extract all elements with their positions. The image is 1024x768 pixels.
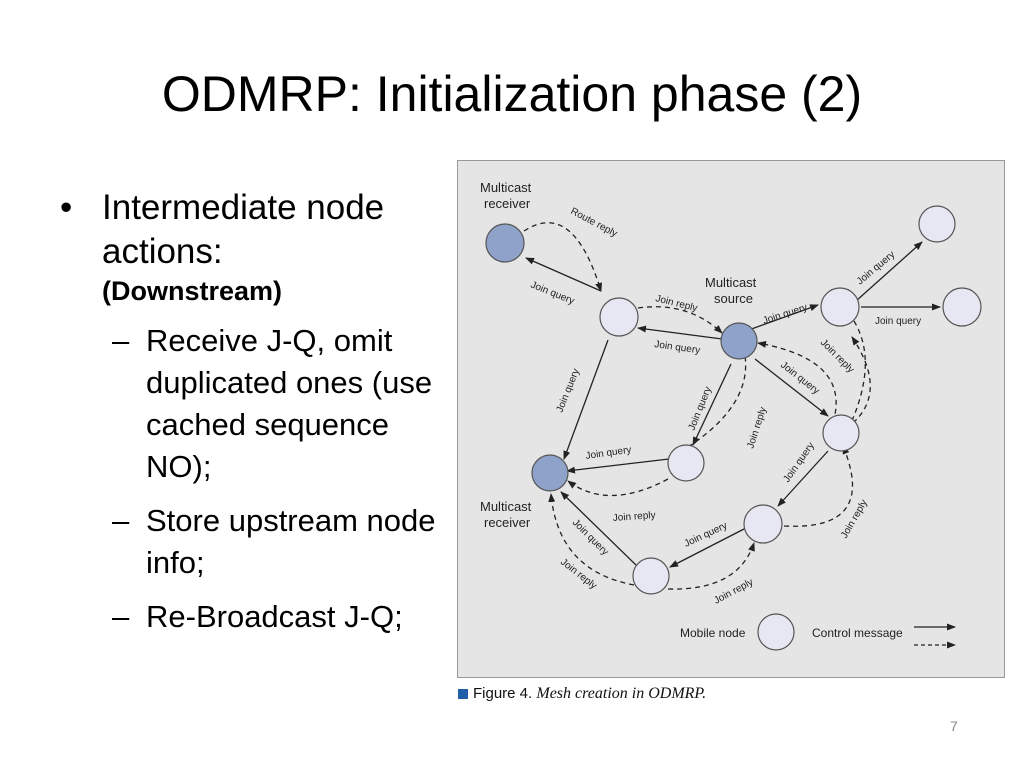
sub-bullet-dash: – xyxy=(112,599,130,634)
label-jq-5: Join query xyxy=(855,249,897,287)
legend-mobile-node: Mobile node xyxy=(680,626,746,640)
label-jr-2: Join reply xyxy=(818,337,856,375)
label-receiver-top-1: Multicast xyxy=(480,180,532,195)
bullet-intermediate-node: • Intermediate node actions: (Downstream… xyxy=(60,186,455,308)
edge-jr-8 xyxy=(548,493,635,586)
bullet-list: • Intermediate node actions: (Downstream… xyxy=(60,186,455,638)
label-receiver-bottom-2: receiver xyxy=(484,515,531,530)
edge-route-reply xyxy=(523,222,603,292)
node-top-right xyxy=(918,205,956,243)
sub-bullet-text: Store upstream node info; xyxy=(146,503,436,580)
join-query-arrows xyxy=(525,241,941,568)
label-jq-1: Join query xyxy=(529,280,576,307)
caption-text: Mesh creation in ODMRP. xyxy=(536,685,707,702)
page-number: 7 xyxy=(950,718,958,734)
node-intermediate-3 xyxy=(822,414,860,452)
caption-label: Figure 4. xyxy=(473,685,533,702)
edge-jr-6 xyxy=(783,445,853,527)
edge-jr-7 xyxy=(667,542,755,590)
mesh-creation-figure: Multicast receiver Multicast source Mult… xyxy=(457,160,1005,678)
sub-bullet-rebroadcast: – Re-Broadcast J-Q; xyxy=(60,596,455,638)
edge-jq-11 xyxy=(669,528,745,568)
edge-jr-1 xyxy=(637,306,723,334)
edge-jq-4 xyxy=(745,304,819,332)
label-jq-2: Join query xyxy=(654,339,701,356)
mesh-diagram: Multicast receiver Multicast source Mult… xyxy=(480,180,982,651)
label-receiver-top-2: receiver xyxy=(484,196,531,211)
label-source-1: Multicast xyxy=(705,275,757,290)
node-intermediate-5 xyxy=(743,504,783,544)
label-jq-10: Join query xyxy=(781,441,816,485)
node-right xyxy=(942,287,982,327)
label-jr-4: Join reply xyxy=(612,510,655,524)
label-jq-11: Join query xyxy=(683,520,729,549)
edge-jq-9 xyxy=(566,458,670,474)
label-jr-1: Join reply xyxy=(654,293,698,314)
sub-bullet-receive: – Receive J-Q, omit duplicated ones (use… xyxy=(60,320,455,488)
label-jr-8: Join reply xyxy=(558,557,599,592)
node-intermediate-1 xyxy=(599,297,639,337)
node-intermediate-4 xyxy=(667,444,705,482)
edge-jr-4 xyxy=(567,478,669,497)
bullet-dot: • xyxy=(60,188,73,227)
nodes xyxy=(485,205,982,651)
bullet-main-text: Intermediate node actions: xyxy=(102,188,385,271)
node-intermediate-2 xyxy=(820,287,860,327)
node-receiver-top xyxy=(485,223,525,263)
edge-jq-8 xyxy=(692,363,732,446)
label-jq-7: Join query xyxy=(778,360,821,397)
bullet-subtext: (Downstream) xyxy=(102,276,283,306)
edge-jq-12 xyxy=(560,491,637,566)
edge-jq-3 xyxy=(563,339,609,460)
label-jr-3: Join reply xyxy=(745,406,769,450)
label-jq-3: Join query xyxy=(555,367,582,414)
sub-bullet-dash: – xyxy=(112,503,130,538)
sub-bullet-store: – Store upstream node info; xyxy=(60,500,455,584)
caption-square-icon xyxy=(458,689,468,699)
figure-caption: Figure 4. Mesh creation in ODMRP. xyxy=(458,685,706,703)
node-receiver-bottom xyxy=(531,454,569,492)
edge-jr-5 xyxy=(757,340,837,432)
label-jr-6: Join reply xyxy=(839,498,870,541)
edge-jq-5 xyxy=(855,241,923,302)
edge-jq-2 xyxy=(637,325,723,340)
edge-jq-1 xyxy=(525,257,602,292)
legend: Mobile node Control message xyxy=(680,623,956,649)
edge-jq-10 xyxy=(777,450,829,507)
label-jr-7: Join reply xyxy=(712,577,755,607)
sub-bullet-dash: – xyxy=(112,323,130,358)
label-jq-9: Join query xyxy=(585,445,632,462)
edge-jr-2 xyxy=(851,320,871,424)
label-route-reply: Route reply xyxy=(569,206,619,240)
edge-jq-7 xyxy=(754,358,829,417)
legend-control-message: Control message xyxy=(812,626,903,640)
label-source-2: source xyxy=(714,291,753,306)
label-receiver-bottom-1: Multicast xyxy=(480,499,532,514)
node-source xyxy=(720,322,758,360)
label-jq-6: Join query xyxy=(875,316,921,327)
edge-labels: Route reply Join query Join reply Join q… xyxy=(529,206,921,607)
sub-bullet-text: Re-Broadcast J-Q; xyxy=(146,599,403,634)
node-intermediate-6 xyxy=(632,557,670,595)
node-legend-mobile xyxy=(757,613,795,651)
sub-bullet-text: Receive J-Q, omit duplicated ones (use c… xyxy=(146,323,433,484)
label-jq-12: Join query xyxy=(570,517,610,557)
label-jq-4: Join query xyxy=(762,302,809,327)
slide-title: ODMRP: Initialization phase (2) xyxy=(161,66,863,122)
